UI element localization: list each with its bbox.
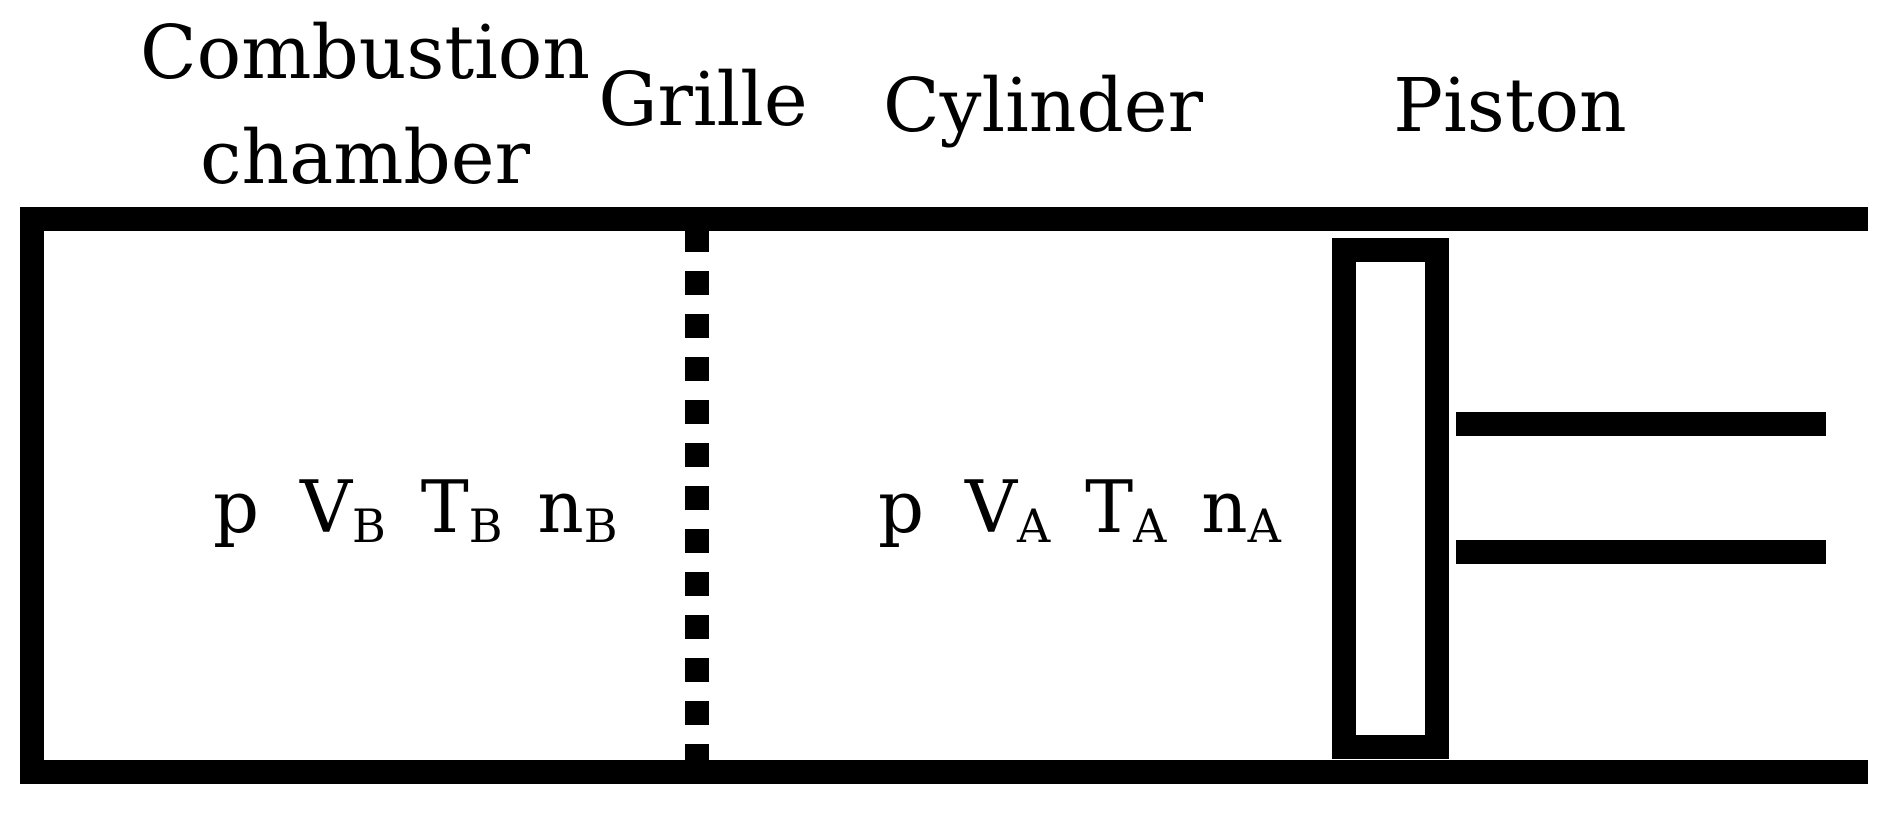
cylinder-temperature-sub: A [1132,499,1167,553]
chamber-temperature-sub: B [469,499,503,553]
chamber-state-vars: p VB TB nB [213,465,618,559]
cylinder-volume: V [964,465,1019,549]
chamber-temperature: T [421,465,469,549]
label-combustion-line2: chamber [200,115,531,201]
cylinder-moles-sub: A [1247,499,1282,553]
label-piston: Piston [1393,63,1626,149]
cylinder-temperature: T [1085,465,1133,549]
chamber-pressure: p [213,465,259,549]
cylinder-pressure: p [878,465,924,549]
chamber-volume: V [299,465,354,549]
cylinder-volume-sub: A [1016,499,1051,553]
chamber-moles-sub: B [584,499,618,553]
label-grille: Grille [598,57,807,143]
piston-head [1332,238,1449,759]
cylinder-moles: n [1201,465,1247,549]
label-combustion-line1: Combustion [140,10,590,96]
chamber-moles: n [537,465,583,549]
label-cylinder: Cylinder [883,63,1204,149]
cylinder-state-vars: p VA TA nA [878,465,1282,559]
chamber-volume-sub: B [352,499,386,553]
